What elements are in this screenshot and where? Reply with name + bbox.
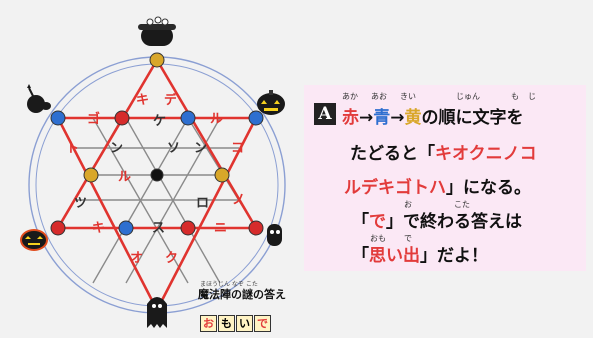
kana-label: ツ [74, 196, 87, 211]
skull-icon [267, 224, 282, 246]
pot-icon [138, 16, 176, 46]
star-lines [55, 57, 259, 313]
color-yellow: 黄 [404, 108, 422, 128]
ending-kana: で [369, 212, 386, 232]
kana-label: ケ [153, 114, 166, 129]
answer-tiles: お も い で [200, 315, 271, 332]
kana-label: ン [194, 141, 207, 156]
line3-tail: 」になる。 [446, 178, 531, 198]
ruby: お [404, 200, 412, 209]
kana-label: ク [165, 251, 178, 266]
answer-tile: い [236, 315, 253, 332]
answer-sequence-part2: ルデキゴトハ [344, 178, 446, 198]
arrow: → [390, 108, 405, 128]
caption-ruby: まほうじん なぞ こた [200, 281, 258, 288]
answer-tile: で [254, 315, 271, 332]
kana-label: ソ [167, 141, 180, 156]
kana-label: コ [231, 141, 244, 156]
answer-line-1: 赤→青→黄の順に文字を [342, 103, 524, 128]
color-red: 赤 [342, 108, 359, 128]
kana-label: キ [136, 93, 149, 108]
kana-label: ゴ [87, 111, 100, 127]
kana-label: キ [92, 221, 105, 236]
kana-label: ノ [232, 193, 245, 208]
kana-label: ト [66, 141, 79, 156]
answer-sequence-part1: キオクニノコ [435, 144, 537, 164]
kana-label: ル [210, 112, 223, 127]
bat-icon [27, 84, 51, 113]
answer-line-4: 「で」で終わる答えは [352, 207, 522, 232]
ruby: おも [370, 234, 386, 243]
kana-label: デ [164, 92, 178, 108]
ruby: きい [400, 92, 416, 101]
grid-kana: ケ ン ソ コ ル ン ト ゴ ツ ロ ス キ ニ ノ デ キ ル オ ク [66, 92, 245, 266]
kana-label: ス [152, 221, 165, 236]
kana-label: ロ [196, 196, 209, 211]
ruby: あか [342, 92, 358, 101]
answer-panel: A あか あお きい じゅん も じ 赤→青→黄の順に文字を たどると「キオクニ… [304, 85, 586, 271]
ruby: じ [528, 92, 536, 101]
answer-tile: も [218, 315, 235, 332]
kana-label: ン [110, 141, 123, 156]
caption-title: 魔法陣の謎の答え [198, 288, 286, 301]
answer-line-2: たどると「キオクニノコ [350, 139, 537, 164]
answer-line-3: ルデキゴトハ」になる。 [344, 173, 531, 198]
ghost-icon [147, 297, 167, 328]
arrow: → [359, 108, 374, 128]
answer-line-5: 「思い出」だよ！ [352, 241, 488, 266]
line4-tail: 」で終わる答えは [386, 212, 522, 232]
line5-tail: 」だよ！ [420, 246, 488, 266]
line4-open: 「 [352, 212, 369, 232]
ruby: あお [371, 92, 387, 101]
outer-circle [28, 56, 286, 314]
line2-head: たどると「 [350, 144, 435, 164]
line1-tail: の順に文字を [421, 108, 524, 128]
kana-label: ル [118, 170, 131, 185]
kana-label: ニ [214, 221, 227, 236]
ruby: で [404, 234, 412, 243]
final-answer: 思い出 [369, 246, 420, 266]
ruby: じゅん [456, 92, 480, 101]
kana-label: オ [130, 251, 143, 266]
inner-circle [35, 63, 279, 307]
line5-open: 「 [352, 246, 369, 266]
ruby: こた [454, 200, 470, 209]
answer-badge: A [314, 103, 336, 125]
pumpkin-icon [257, 90, 285, 115]
inner-grid [57, 117, 257, 284]
ruby: も [511, 92, 519, 101]
pumpkin-icon [20, 229, 48, 251]
nodes [50, 52, 264, 318]
color-blue: 青 [373, 108, 391, 128]
answer-tile: お [200, 315, 217, 332]
